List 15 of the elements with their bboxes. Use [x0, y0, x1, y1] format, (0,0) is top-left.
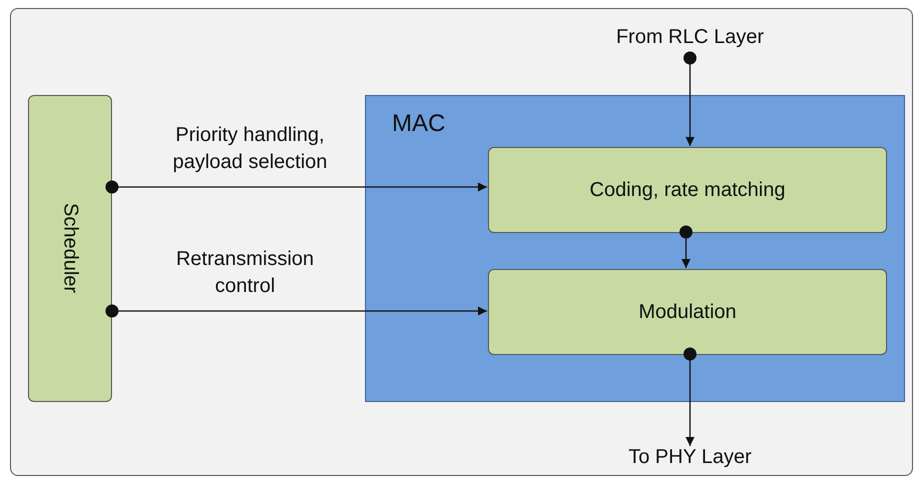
box-label: Scheduler: [58, 203, 82, 294]
scheduler-box: [28, 95, 112, 402]
arrow: [106, 304, 487, 318]
process-box: [488, 269, 887, 355]
mac-layer-box: [365, 95, 905, 402]
box-label: Coding, rate matching: [590, 178, 786, 202]
layer-title: MAC: [392, 110, 446, 138]
box-label: Modulation: [638, 300, 736, 324]
arrow: [684, 52, 696, 146]
process-box: [488, 147, 887, 233]
arrow: [684, 348, 696, 446]
sink-label: To PHY Layer: [628, 446, 752, 469]
source-label: From RLC Layer: [616, 26, 764, 49]
arrow: [680, 226, 692, 268]
arrow: [106, 180, 487, 194]
